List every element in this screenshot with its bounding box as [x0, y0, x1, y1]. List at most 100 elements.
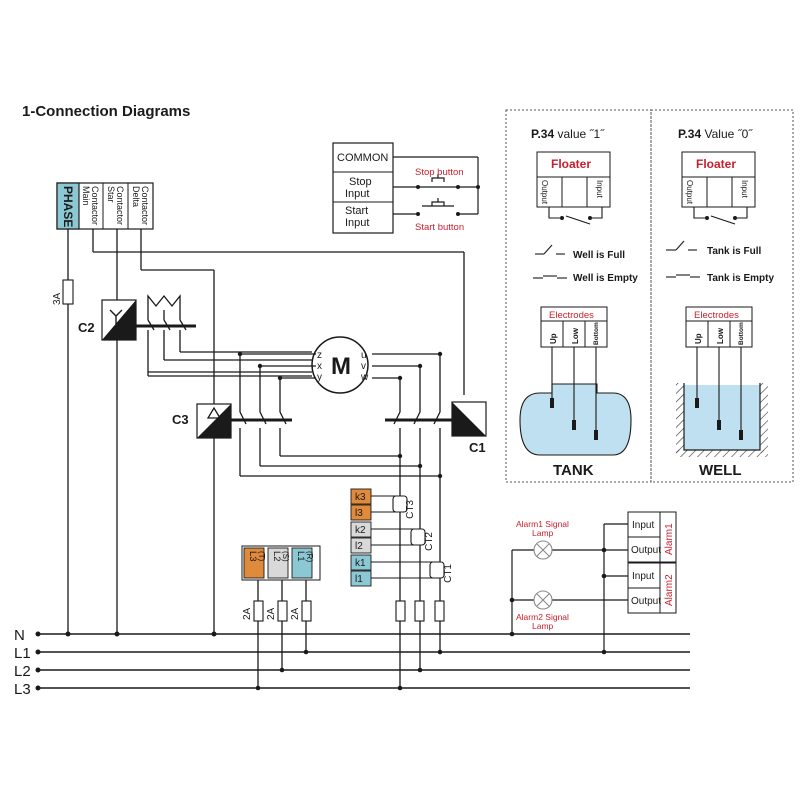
fuse-2a-label-2: 2A [266, 607, 277, 620]
ct-row-k1: k1 [355, 558, 366, 569]
ct-terminal-block: k3 l3 k2 l2 k1 l1 [350, 488, 372, 587]
panel1-state-full: Well is Full [573, 250, 625, 261]
c3-label: C3 [172, 412, 189, 427]
phase-wiring [67, 229, 465, 634]
volt-l3: L3 [247, 551, 258, 562]
volt-l2-sub: (S) [281, 551, 290, 562]
volt-l3-sub: (T) [257, 551, 266, 562]
phase-terminal-box: PHASE MainContactor StarContactor DeltaC… [56, 182, 154, 230]
bus-label-l1: L1 [14, 645, 31, 662]
panel2-state-full: Tank is Full [707, 246, 761, 257]
panel1-input: Input [595, 180, 604, 199]
start-button-icon [431, 198, 445, 206]
alarm2-output-label: Output [631, 596, 661, 607]
contactor-c3 [196, 400, 292, 476]
panel1-heading: P.34 value ˝1˝ [531, 127, 605, 141]
panel2-empty-switch-icon [666, 274, 700, 278]
fuse-3a [62, 279, 74, 305]
svg-text:MainContactor: MainContactor [81, 186, 100, 225]
common-label: COMMON [337, 152, 388, 164]
panel1-empty-switch-icon [533, 275, 567, 279]
control-terminals [416, 185, 480, 216]
delta-contactor-label: DeltaContactor [131, 186, 150, 225]
panel2-up: Up [694, 333, 703, 344]
well-label: WELL [699, 462, 742, 479]
ct-bus-drops [399, 634, 441, 688]
bus-label-l2: L2 [14, 663, 31, 680]
main-contactor-label: MainContactor [81, 186, 100, 225]
ct-row-l3: l3 [355, 508, 363, 519]
alarm-junctions [509, 547, 607, 655]
tank-label: TANK [553, 462, 594, 479]
ct-row-l2: l2 [355, 541, 363, 552]
alarm1-output-label: Output [631, 545, 661, 556]
stop-button-label: Stop button [415, 167, 464, 178]
ct-row-l1: l1 [355, 574, 363, 585]
tank-vessel [519, 383, 632, 456]
panel2-low: Low [716, 327, 725, 344]
fuse-2a-label-1: 2A [242, 607, 253, 620]
volt-l2: L2 [271, 551, 282, 562]
c1-label: C1 [469, 440, 486, 455]
page-title: 1-Connection Diagrams [22, 103, 190, 120]
motor-terminal-w: w [360, 372, 369, 383]
svg-text:StarContactor: StarContactor [106, 186, 125, 225]
panel-p34-value-1: P.34 value ˝1˝ Floater Output Input Well… [505, 109, 652, 483]
voltage-terminal-block: L3 (T) L2 (S) L1 (R) [241, 545, 321, 581]
panel1-floater: Floater [551, 157, 591, 171]
alarm2-lamp-icon [533, 590, 553, 610]
alarm1-lamp-icon [533, 540, 553, 560]
motor: M z x y u v w [311, 336, 369, 394]
panel1-up: Up [549, 333, 558, 344]
bus-terminals [35, 631, 41, 691]
panel1-low: Low [571, 327, 580, 344]
motor-terminal-v: v [361, 361, 366, 372]
fuse-2a-label-3: 2A [290, 607, 301, 620]
motor-junctions [237, 351, 443, 381]
motor-terminal-u: u [361, 350, 367, 361]
ct3-label: CT3 [405, 500, 416, 519]
panel1-state-empty: Well is Empty [573, 273, 638, 284]
svg-text:DeltaContactor: DeltaContactor [131, 186, 150, 225]
panel1-electrodes: Electrodes [549, 310, 594, 321]
contactor-c1 [385, 400, 487, 634]
panel2-full-switch-icon [666, 240, 697, 251]
start-button-label: Start button [415, 222, 464, 233]
panel2-input: Input [740, 180, 749, 199]
stop-button-icon [431, 174, 445, 182]
alarm2-input-label: Input [632, 571, 654, 582]
motor-terminal-z: z [317, 350, 322, 361]
panel2-bottom: Bottom [738, 322, 745, 345]
well-vessel [676, 383, 768, 457]
motor-terminal-x: x [317, 361, 322, 372]
panel1-output: Output [540, 180, 549, 205]
contactor-c2 [101, 294, 196, 372]
c1-junctions [397, 453, 443, 479]
panel2-output: Output [685, 180, 694, 205]
c2-label: C2 [78, 320, 95, 335]
power-buses [38, 633, 690, 689]
volt-l1-sub: (R) [305, 551, 314, 562]
alarm1-input-label: Input [632, 520, 654, 531]
motor-label: M [331, 353, 351, 380]
c2-motor-wiring [147, 351, 312, 377]
panel2-electrodes: Electrodes [694, 310, 739, 321]
ct2-label: CT2 [424, 532, 435, 551]
c3-c1-wiring [240, 455, 440, 477]
ct-row-k2: k2 [355, 525, 366, 536]
ct-coils [392, 495, 445, 579]
alarm2-label: Alarm2 [664, 574, 675, 606]
bus-label-l3: L3 [14, 681, 31, 698]
phase-label: PHASE [61, 186, 75, 227]
panel-p34-value-0: P.34 Value ˝0˝ Floater Output Input Tank… [650, 109, 794, 483]
star-contactor-label: StarContactor [106, 186, 125, 225]
motor-terminal-y: y [317, 372, 322, 383]
voltage-junctions [255, 649, 309, 691]
ct1-label: CT1 [443, 564, 454, 583]
bus-label-n: N [14, 627, 25, 644]
ct-row-k3: k3 [355, 492, 366, 503]
